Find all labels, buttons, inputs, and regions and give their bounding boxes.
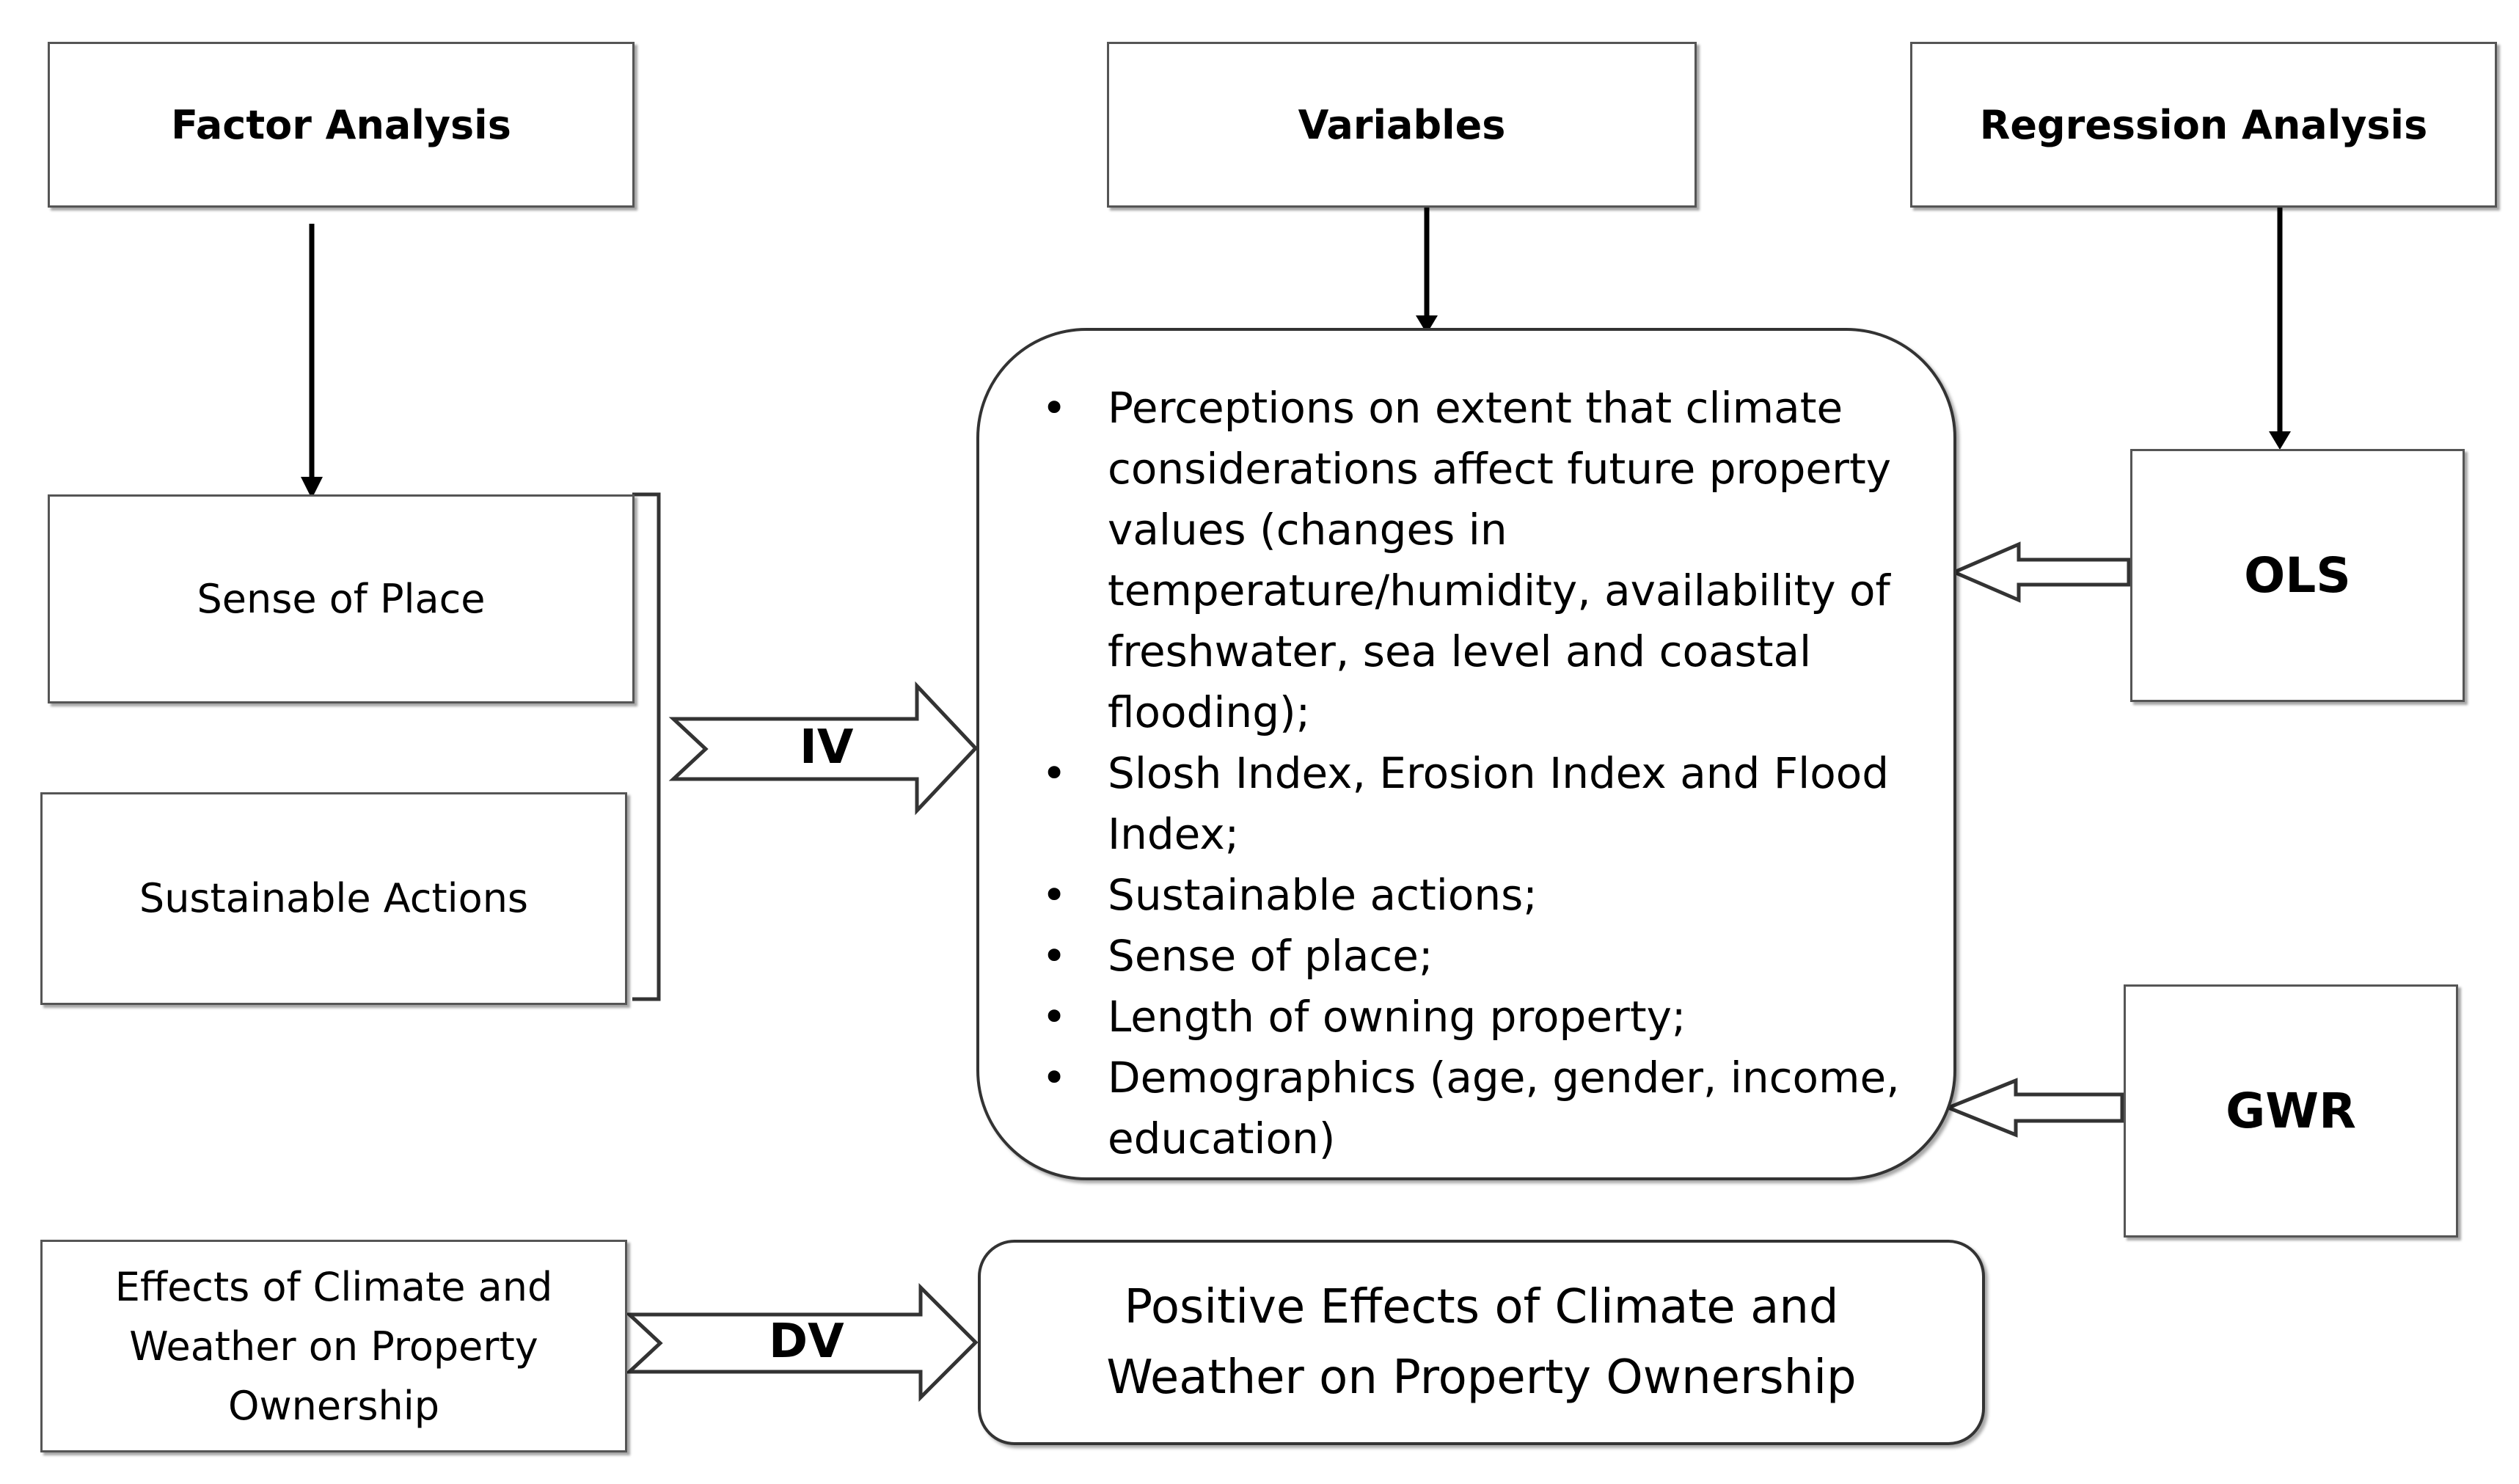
- dv-result-label: Positive Effects of Climate and Weather …: [1106, 1280, 1857, 1405]
- regression-analysis-label: Regression Analysis: [1979, 101, 2428, 148]
- factor-analysis-arrow: [301, 224, 323, 499]
- sense-of-place-label: Sense of Place: [197, 575, 486, 622]
- iv-block-arrow: [668, 681, 979, 816]
- variable-item: Length of owning property;: [1027, 987, 1929, 1048]
- variable-item: Perceptions on extent that climate consi…: [1027, 378, 1929, 743]
- variables-box: Variables: [1107, 42, 1697, 208]
- variable-item: Sustainable actions;: [1027, 865, 1929, 926]
- gwr-label: GWR: [2226, 1083, 2356, 1139]
- variable-item: Demographics (age, gender, income, educa…: [1027, 1048, 1929, 1169]
- variable-item: Slosh Index, Erosion Index and Flood Ind…: [1027, 743, 1929, 865]
- factor-analysis-box: Factor Analysis: [48, 42, 635, 208]
- iv-label: IV: [800, 720, 854, 775]
- dv-source-box: Effects of Climate and Weather on Proper…: [40, 1240, 627, 1452]
- ols-box: OLS: [2130, 449, 2465, 702]
- sustainable-actions-label: Sustainable Actions: [139, 875, 529, 922]
- variables-label: Variables: [1298, 101, 1506, 148]
- sustainable-actions-box: Sustainable Actions: [40, 792, 627, 1005]
- gwr-block-arrow: [1943, 1078, 2124, 1138]
- variable-item: Sense of place;: [1027, 926, 1929, 987]
- variables-list: Perceptions on extent that climate consi…: [1027, 378, 1929, 1169]
- ols-block-arrow: [1949, 541, 2131, 603]
- sense-of-place-box: Sense of Place: [48, 494, 635, 703]
- regression-analysis-arrow: [2269, 208, 2291, 450]
- variables-arrow: [1416, 208, 1438, 334]
- dv-label: DV: [769, 1315, 844, 1369]
- factor-analysis-label: Factor Analysis: [171, 101, 511, 148]
- gwr-box: GWR: [2124, 984, 2458, 1238]
- regression-analysis-box: Regression Analysis: [1910, 42, 2497, 208]
- ols-label: OLS: [2244, 547, 2351, 604]
- dv-block-arrow: [624, 1282, 979, 1403]
- iv-bracket: [632, 492, 661, 1001]
- dv-result-box: Positive Effects of Climate and Weather …: [978, 1240, 1985, 1445]
- dv-source-label: Effects of Climate and Weather on Proper…: [114, 1263, 553, 1429]
